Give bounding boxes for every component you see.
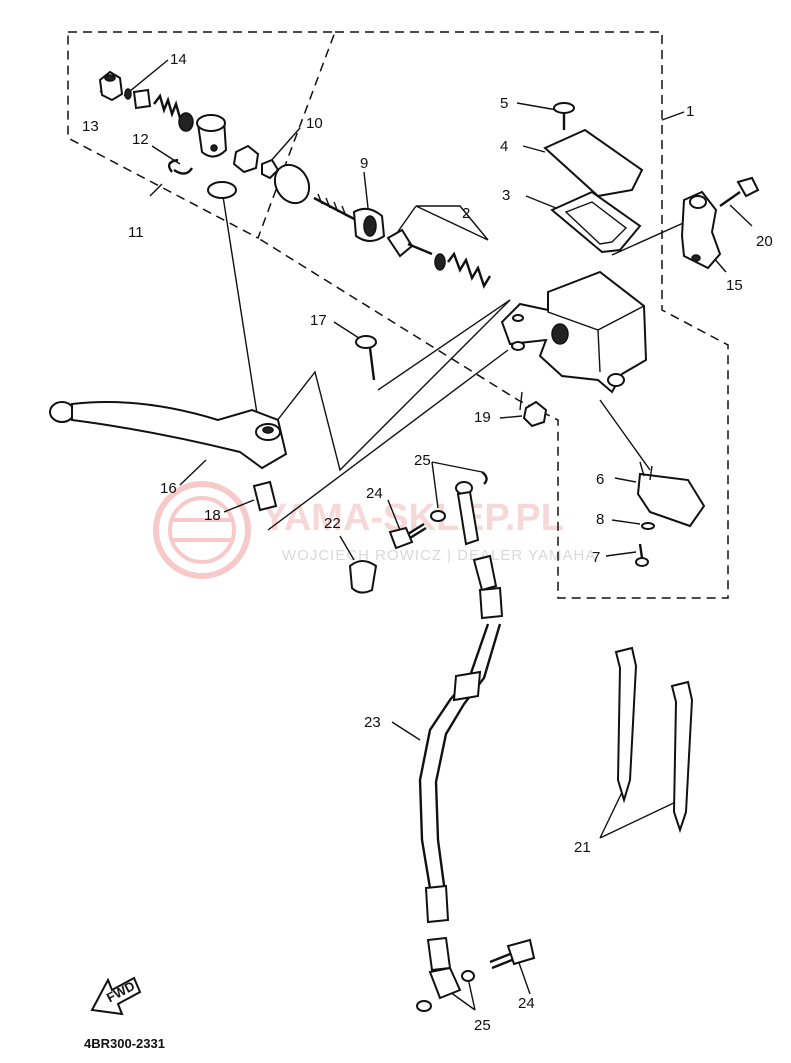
callout-2: 2 [462, 205, 470, 222]
callout-10: 10 [306, 115, 323, 132]
callout-9: 9 [360, 155, 368, 172]
callout-7: 7 [592, 549, 600, 566]
part-12-clip [167, 158, 194, 175]
part-2-piston-spring [386, 228, 492, 289]
callout-labels: 13 14 12 11 10 9 2 5 4 3 1 20 15 17 19 6… [82, 51, 773, 1034]
callout-25-lower: 25 [474, 1017, 491, 1034]
part-22-joint [348, 560, 378, 594]
callout-8: 8 [596, 511, 604, 528]
callout-24-upper: 24 [366, 485, 383, 502]
callout-5: 5 [500, 95, 508, 112]
callout-16: 16 [160, 480, 177, 497]
callout-11: 11 [128, 224, 144, 241]
callout-24-lower: 24 [518, 995, 535, 1012]
callout-20: 20 [756, 233, 773, 250]
part-1-master-cylinder [500, 270, 648, 394]
part-4-reservoir-cover [543, 128, 644, 198]
callout-25-upper: 25 [414, 452, 431, 469]
callout-23: 23 [364, 714, 381, 731]
part-25-washer-lower [416, 970, 475, 1012]
callout-15: 15 [726, 277, 743, 294]
callout-4: 4 [500, 138, 508, 155]
part-13-cap [98, 70, 124, 102]
callout-13: 13 [82, 118, 99, 135]
part-24-union-bolt-upper [388, 522, 427, 550]
callout-21: 21 [574, 839, 591, 856]
part-18-collar [252, 480, 278, 512]
part-3-diaphragm [550, 190, 642, 254]
watermark-title: YAMA-SKLEP.PL [262, 497, 564, 539]
callout-3: 3 [502, 187, 510, 204]
part-7-screw [635, 543, 649, 567]
diagram-code: 4BR300-2331 [84, 1036, 165, 1051]
callout-14: 14 [170, 51, 187, 68]
part-14-nut-spring [124, 88, 194, 132]
part-24-union-bolt-lower [489, 938, 536, 970]
watermark-subtitle: WOJCIECH ROWICZ | DEALER YAMAHA [282, 547, 596, 564]
part-10-seal [232, 144, 311, 205]
callout-19: 19 [474, 409, 491, 426]
part-23-brake-hose [418, 481, 504, 1000]
parts: FWD [49, 70, 760, 1016]
part-20-bolt [719, 176, 760, 207]
part-16-brake-lever [49, 401, 288, 470]
callout-12: 12 [132, 131, 149, 148]
callout-18: 18 [204, 507, 221, 524]
part-17-screw [355, 335, 377, 381]
callout-22: 22 [324, 515, 341, 532]
part-9-push-rod [313, 193, 386, 242]
callout-1: 1 [686, 103, 694, 120]
part-15-holder [680, 190, 722, 270]
part-8-clip [641, 522, 655, 530]
watermark-logo-icon [153, 481, 251, 579]
part-25-washer-upper [430, 471, 488, 522]
group-11-boundary [67, 31, 337, 240]
part-5-screw [553, 102, 575, 130]
fwd-arrow-icon: FWD [90, 976, 142, 1016]
part-6-brake-switch [636, 461, 706, 528]
callout-17: 17 [310, 312, 327, 329]
part-reservoir-plug [196, 114, 237, 199]
callout-6: 6 [596, 471, 604, 488]
part-21-cable-ties [614, 646, 694, 834]
part-19-nut [522, 400, 548, 428]
